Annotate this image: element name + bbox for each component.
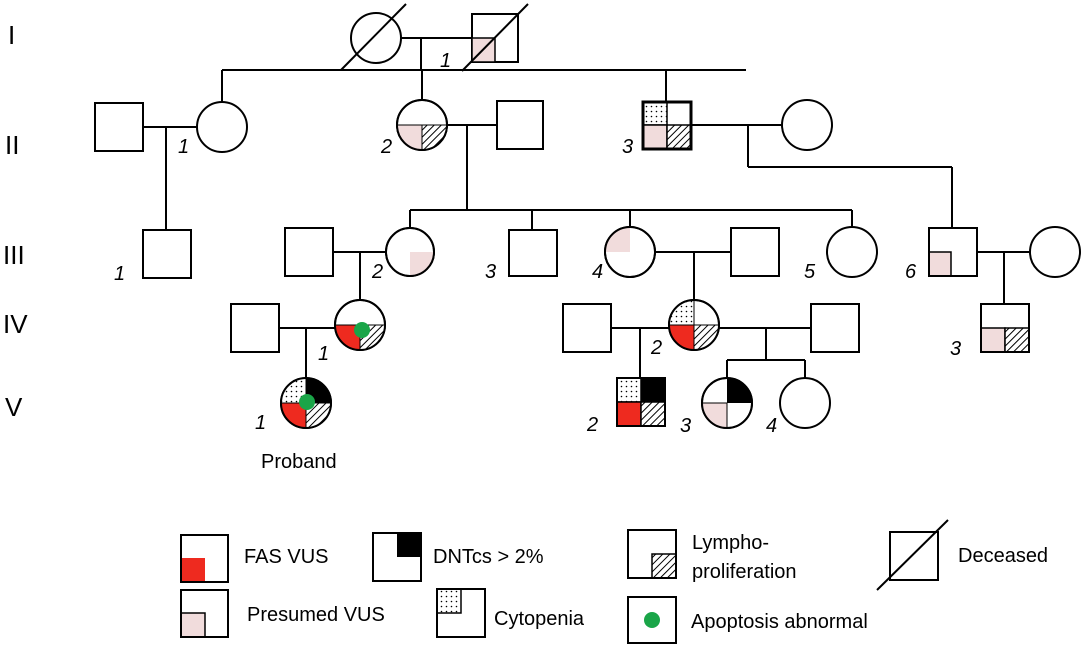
number-ii-1: 1 <box>178 136 189 158</box>
individual-ii-2-husband <box>496 100 544 150</box>
legend-fas-vus: FAS VUS <box>180 534 328 583</box>
legend: FAS VUS DNTcs > 2% Lympho- proliferation… <box>180 519 1048 644</box>
number-iii-2: 2 <box>371 261 383 283</box>
number-iii-3: 3 <box>485 261 496 283</box>
individual-ii-3 <box>641 100 693 151</box>
number-iii-4: 4 <box>592 261 603 283</box>
individual-iii-4 <box>604 226 656 278</box>
legend-lympho-label-line1: Lympho- <box>692 532 769 554</box>
number-iii-5: 5 <box>804 261 816 283</box>
generation-label-v: V <box>5 392 23 422</box>
number-iii-6: 6 <box>905 261 917 283</box>
pedigree-lines <box>143 37 1030 378</box>
individual-v-4 <box>779 377 831 429</box>
individual-ii-1-husband <box>94 102 144 152</box>
generation-label-iv: IV <box>3 309 28 339</box>
number-iii-1: 1 <box>114 263 125 285</box>
individual-ii-1 <box>196 101 248 153</box>
individual-iv-1-husband <box>230 303 280 353</box>
individual-ii-2 <box>396 99 448 151</box>
legend-cytopenia-label: Cytopenia <box>494 608 585 630</box>
individual-ii-3-wife <box>781 99 833 151</box>
individual-iii-3 <box>508 229 558 277</box>
legend-apoptosis: Apoptosis abnormal <box>627 596 868 644</box>
individual-iii-4-husband <box>730 227 780 277</box>
individual-iii-2-husband <box>284 227 334 277</box>
legend-deceased: Deceased <box>876 519 1048 591</box>
generation-label-ii: II <box>5 130 19 160</box>
legend-dntcs: DNTcs > 2% <box>372 532 544 582</box>
legend-fas-vus-label: FAS VUS <box>244 546 328 568</box>
individual-iii-2 <box>385 227 435 277</box>
individual-iv-1 <box>334 299 386 351</box>
individual-iv-2-husband1 <box>562 303 612 353</box>
legend-dntcs-label: DNTcs > 2% <box>433 546 544 568</box>
individual-iv-2-husband2 <box>810 303 860 353</box>
number-ii-3: 3 <box>622 136 633 158</box>
individual-iii-5 <box>826 226 878 278</box>
number-iv-1: 1 <box>318 343 329 365</box>
legend-lymphoproliferation: Lympho- proliferation <box>627 529 797 583</box>
generation-label-iii: III <box>3 240 25 270</box>
legend-lympho-label-line2: proliferation <box>692 561 797 583</box>
legend-apoptosis-label: Apoptosis abnormal <box>691 611 868 633</box>
legend-cytopenia: Cytopenia <box>436 588 585 638</box>
number-v-3: 3 <box>680 415 691 437</box>
individual-v-3 <box>701 377 753 429</box>
individual-iii-6 <box>928 227 978 277</box>
individual-iv-2 <box>668 299 720 351</box>
individual-i-1 <box>461 3 529 72</box>
number-v-1: 1 <box>255 412 266 434</box>
individual-v-2 <box>616 377 666 427</box>
individual-iii-1 <box>142 229 192 279</box>
individual-iv-3 <box>980 303 1030 353</box>
generation-label-i: I <box>8 20 15 50</box>
number-v-4: 4 <box>766 415 777 437</box>
legend-deceased-label: Deceased <box>958 545 1048 567</box>
number-iv-3: 3 <box>950 338 961 360</box>
number-ii-2: 2 <box>380 136 392 158</box>
number-v-2: 2 <box>586 414 598 436</box>
proband-label: Proband <box>261 451 337 473</box>
individual-iii-6-wife <box>1029 226 1081 278</box>
individual-i-wife <box>340 3 407 71</box>
legend-presumed-vus-label: Presumed VUS <box>247 604 385 626</box>
number-i-1: 1 <box>440 50 451 72</box>
number-iv-2: 2 <box>650 337 662 359</box>
legend-presumed-vus: Presumed VUS <box>180 589 385 638</box>
individual-v-1-proband <box>280 377 332 429</box>
